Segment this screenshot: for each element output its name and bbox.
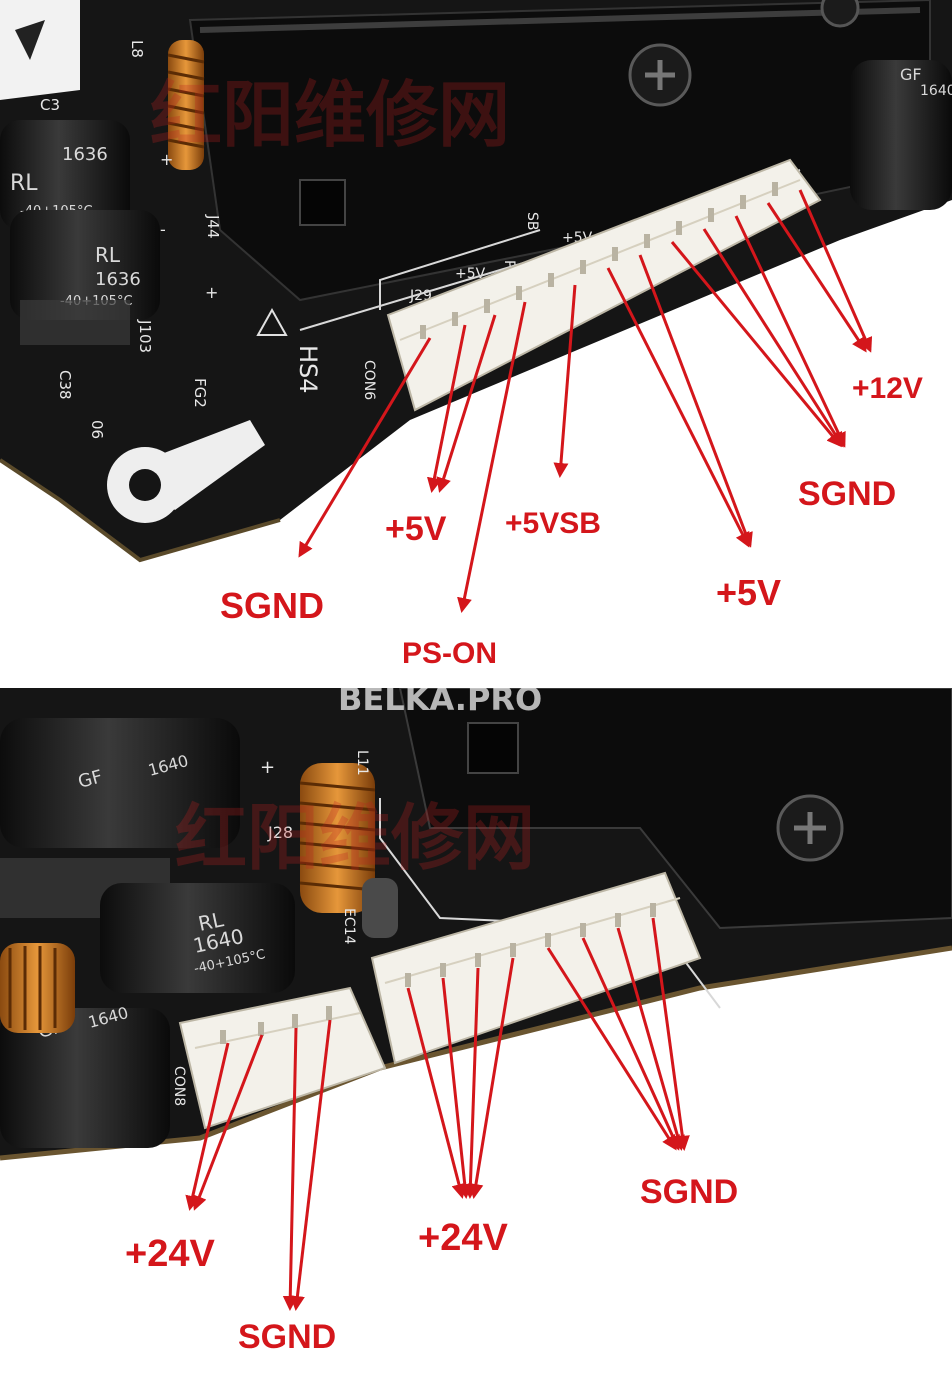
- top-photo-panel: RL 1636 -40+105°C RL 1636 -40+105°C GF 1…: [0, 0, 952, 680]
- pin-label-sgnd-right: SGND: [798, 475, 896, 513]
- svg-text:RL: RL: [95, 243, 121, 267]
- top-board-drawing: RL 1636 -40+105°C RL 1636 -40+105°C GF 1…: [0, 0, 952, 680]
- pin-arrows-top: [298, 189, 873, 613]
- heatsink: [398, 688, 952, 930]
- watermark-site: BELKA.PRO: [338, 688, 542, 718]
- svg-text:FG2: FG2: [191, 378, 209, 408]
- inductor-coil-center: [299, 763, 398, 938]
- pin-label-ps-on: PS-ON: [402, 637, 497, 670]
- svg-text:RL: RL: [196, 907, 226, 936]
- svg-text:GF: GF: [900, 65, 922, 84]
- pin-label-12v: +12V: [852, 372, 923, 405]
- svg-text:SB: SB: [524, 212, 540, 231]
- pin-label-5vsb: +5VSB: [505, 507, 601, 540]
- svg-text:06: 06: [88, 420, 106, 439]
- watermark-chinese-bottom: 红阳维修网: [175, 796, 535, 880]
- watermark-chinese-top: 红阳维修网: [150, 73, 510, 157]
- svg-text:+: +: [205, 283, 218, 302]
- svg-text:1636: 1636: [62, 144, 108, 165]
- svg-text:J44: J44: [204, 214, 222, 239]
- ground-ring-terminal: [107, 420, 265, 523]
- svg-text:RL: RL: [10, 171, 38, 196]
- capacitor-right: GF 1640: [850, 60, 952, 210]
- svg-text:+: +: [160, 150, 173, 169]
- bottom-photo-panel: GF 1640 RL 1640 -40+105°C GF 1640 J28 EC…: [0, 688, 952, 1384]
- pin-label-sgnd-left: SGND: [220, 585, 324, 626]
- svg-text:J28: J28: [267, 823, 293, 842]
- connector-large: [370, 871, 702, 1065]
- svg-text:L8: L8: [128, 40, 146, 58]
- pin-arrows-bottom: [185, 917, 690, 1311]
- svg-text:J103: J103: [136, 319, 154, 353]
- svg-text:1636: 1636: [95, 269, 141, 290]
- svg-text:1640: 1640: [920, 83, 952, 99]
- svg-text:-: -: [160, 220, 166, 239]
- svg-text:C3: C3: [40, 96, 60, 114]
- pin-label-sgnd-right: SGND: [640, 1173, 738, 1211]
- bottom-board-drawing: GF 1640 RL 1640 -40+105°C GF 1640 J28 EC…: [0, 688, 952, 1384]
- pin-label-24v-left: +24V: [125, 1233, 215, 1275]
- connector-con8: [178, 986, 387, 1130]
- capacitor-left-1: RL 1636 -40+105°C: [0, 120, 130, 230]
- svg-text:C38: C38: [56, 370, 74, 400]
- capacitor-rl: RL 1640 -40+105°C: [100, 883, 295, 993]
- inductor-coil: [167, 40, 205, 170]
- svg-text:+5V: +5V: [455, 266, 486, 282]
- inductor-coil-left: [0, 943, 75, 1033]
- svg-text:+: +: [260, 757, 275, 778]
- pin-label-5v-right: +5V: [716, 572, 781, 613]
- svg-text:HS4: HS4: [294, 345, 322, 394]
- pin-label-5v-left: +5V: [385, 510, 447, 548]
- svg-text:L11: L11: [354, 750, 370, 776]
- pin-label-sgnd-left: SGND: [238, 1318, 336, 1356]
- svg-text:CON8: CON8: [171, 1066, 187, 1106]
- svg-text:CON6: CON6: [361, 360, 377, 400]
- svg-text:EC14: EC14: [341, 908, 357, 945]
- pin-label-24v-right: +24V: [418, 1217, 508, 1259]
